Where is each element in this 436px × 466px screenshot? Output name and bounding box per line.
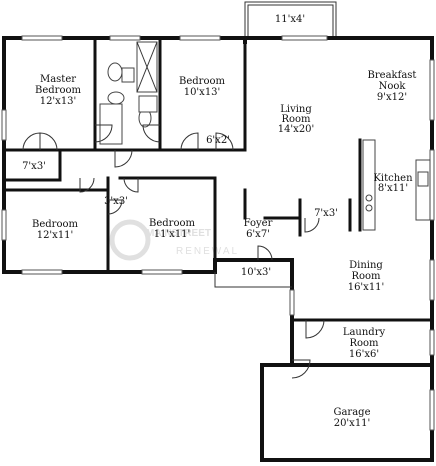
window — [179, 35, 221, 41]
sink — [107, 91, 125, 105]
watermark: MAINSTREET RENEWAL — [109, 219, 239, 261]
door — [114, 149, 133, 168]
living-room-name-line1: Living — [280, 104, 312, 115]
door — [22, 132, 41, 151]
sink — [121, 67, 135, 83]
master-bedroom-name-line1: Master — [40, 74, 76, 85]
breakfast-nook-name-line2: Nook — [379, 81, 407, 92]
garage-dims: 20'x11' — [334, 418, 371, 429]
door — [94, 124, 113, 143]
window — [1, 209, 7, 241]
master-bedroom-name-line2: Bedroom — [35, 85, 81, 96]
watermark-line2: RENEWAL — [176, 246, 239, 257]
interior-walls — [2, 36, 434, 322]
bedroom-3-name: Bedroom — [32, 219, 78, 230]
bedroom-3-dims: 12'x11' — [37, 230, 74, 241]
door — [39, 132, 58, 151]
pantry-dims: 7'x3' — [314, 208, 338, 219]
room-labels: Master Bedroom 12'x13' Bedroom 10'x13' 6… — [22, 14, 416, 429]
door — [142, 124, 161, 143]
window — [21, 269, 63, 275]
window — [21, 35, 63, 41]
breakfast-nook-name-line1: Breakfast — [368, 70, 417, 81]
door — [107, 199, 123, 215]
dining-room-name-line2: Room — [351, 271, 381, 282]
door — [215, 132, 234, 151]
hall-closet-dims: 3'x3' — [104, 196, 128, 207]
window — [429, 149, 435, 221]
window — [281, 35, 328, 41]
laundry-room-dims: 16'x6' — [349, 349, 379, 360]
bedroom-4-dims: 11'x11' — [154, 229, 191, 240]
window — [109, 35, 141, 41]
window — [1, 109, 7, 141]
patio — [244, 1, 337, 36]
laundry-room-name-line2: Room — [349, 338, 379, 349]
window — [141, 269, 183, 275]
door — [257, 245, 273, 261]
bedroom-2-dims: 10'x13' — [184, 87, 221, 98]
door — [180, 132, 199, 151]
watermark-line1: MAINSTREET — [146, 228, 211, 239]
bathtub — [99, 103, 123, 145]
stove-burner — [365, 204, 373, 212]
closet-6x2-dims: 6'x2' — [206, 135, 230, 146]
dining-room-dims: 16'x11' — [348, 282, 385, 293]
counter — [415, 159, 431, 221]
counter — [362, 139, 376, 231]
sink — [417, 171, 429, 187]
porch-dims: 10'x3' — [241, 267, 271, 278]
breakfast-nook-dims: 9'x12' — [377, 92, 407, 103]
foyer-name: Foyer — [244, 218, 273, 229]
bathroom-fixtures — [99, 41, 158, 145]
sink — [138, 95, 158, 113]
window — [429, 329, 435, 356]
living-room-dims: 14'x20' — [278, 124, 315, 135]
door — [79, 177, 95, 193]
door — [305, 319, 325, 339]
kitchen-name: Kitchen — [373, 173, 413, 184]
kitchen-dims: 8'x11' — [378, 183, 408, 194]
doors — [22, 124, 325, 379]
laundry-room-name-line1: Laundry — [343, 327, 386, 338]
bedroom-4-name: Bedroom — [149, 218, 195, 229]
patio-dims: 11'x4' — [275, 14, 305, 25]
door — [123, 177, 139, 193]
watermark-logo-icon — [109, 219, 151, 261]
living-room-name-line2: Room — [281, 114, 311, 125]
window — [289, 289, 295, 316]
garage-name: Garage — [333, 407, 370, 418]
dining-room-name-line1: Dining — [349, 260, 383, 271]
bedroom-2-name: Bedroom — [179, 76, 225, 87]
porch — [214, 272, 292, 288]
stove-burner — [365, 194, 373, 202]
kitchen-fixtures — [362, 139, 431, 231]
door — [304, 217, 320, 233]
foyer-dims: 6'x7' — [246, 229, 270, 240]
window — [429, 59, 435, 121]
toilet — [107, 62, 123, 82]
closet-7x3-dims: 7'x3' — [22, 161, 46, 172]
master-bedroom-dims: 12'x13' — [40, 96, 77, 107]
door — [291, 359, 311, 379]
window — [429, 259, 435, 301]
window — [429, 389, 435, 431]
